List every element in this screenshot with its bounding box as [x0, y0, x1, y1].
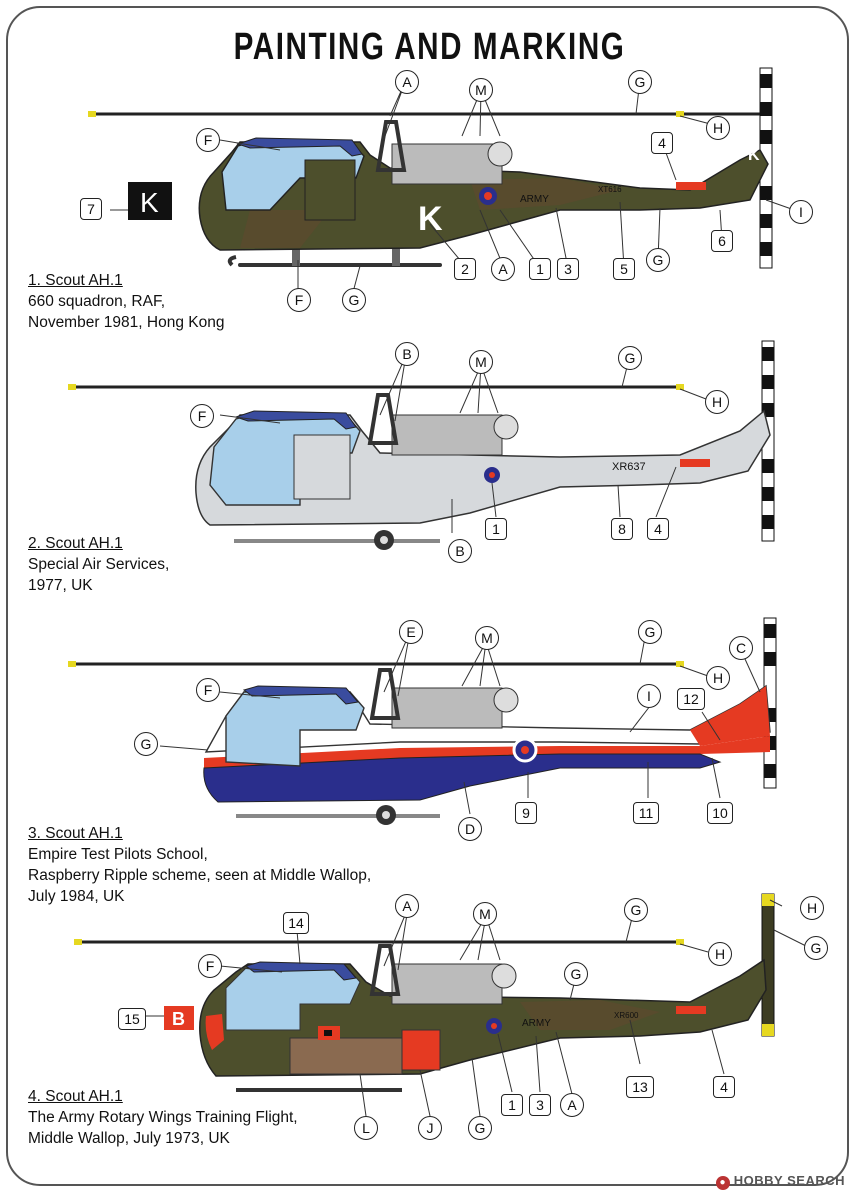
caption-2-line-3: 1977, UK	[28, 577, 93, 594]
label-j-4: J	[418, 1116, 442, 1140]
label-14-4: 14	[283, 912, 309, 934]
label-10-3: 10	[707, 802, 733, 824]
caption-3-line-3: Raspberry Ripple scheme, seen at Middle …	[28, 867, 372, 884]
serial-marking-1: XT616	[598, 185, 622, 194]
label-h-3: H	[706, 666, 730, 690]
label-g-3: G	[638, 620, 662, 644]
caption-2-line-2: Special Air Services,	[28, 556, 170, 573]
label-3-1: 3	[557, 258, 579, 280]
label-m-3: M	[475, 626, 499, 650]
fuselage-code-k: K	[418, 200, 443, 238]
label-f-4: F	[198, 954, 222, 978]
label-a-4b: A	[560, 1093, 584, 1117]
label-a-1b: A	[491, 257, 515, 281]
label-g-3b: G	[134, 732, 158, 756]
label-f-2: F	[190, 404, 214, 428]
serial-marking-2: XR637	[612, 461, 646, 473]
caption-3-line-2: Empire Test Pilots School,	[28, 846, 208, 863]
label-1-1: 1	[529, 258, 551, 280]
helicopter-3-drawing	[68, 617, 777, 825]
label-9-3: 9	[515, 802, 537, 824]
label-7-1: 7	[80, 198, 102, 220]
label-m-1: M	[469, 78, 493, 102]
label-15-4: 15	[118, 1008, 146, 1030]
sheet-border	[6, 6, 849, 1186]
label-h-4b: H	[800, 896, 824, 920]
label-b-2: B	[395, 342, 419, 366]
label-1-4: 1	[501, 1094, 523, 1116]
label-a-1: A	[395, 70, 419, 94]
label-6-1: 6	[711, 230, 733, 252]
label-i-3: I	[637, 684, 661, 708]
label-m-4: M	[473, 902, 497, 926]
label-g-1: G	[628, 70, 652, 94]
helicopter-1-drawing: K K ARMY XT616 K	[88, 67, 801, 290]
label-e-3: E	[399, 620, 423, 644]
label-f-3: F	[196, 678, 220, 702]
caption-4-line-3: Middle Wallop, July 1973, UK	[28, 1130, 230, 1147]
label-b-2b: B	[448, 539, 472, 563]
hobby-search-logo-icon: ●	[715, 1176, 730, 1190]
label-c-3: C	[729, 636, 753, 660]
label-g-1b: G	[646, 248, 670, 272]
label-g-4c: G	[804, 936, 828, 960]
label-4-4: 4	[713, 1076, 735, 1098]
caption-3-title: 3. Scout AH.1	[28, 825, 123, 842]
label-h-1: H	[706, 116, 730, 140]
helicopter-4-drawing: ARMY XR600 B	[74, 893, 807, 1117]
page-title: PAINTING AND MARKING	[233, 26, 626, 68]
caption-aircraft-1: 1. Scout AH.1 660 squadron, RAF, Novembe…	[28, 270, 224, 333]
label-5-1: 5	[613, 258, 635, 280]
label-d-3: D	[458, 817, 482, 841]
label-11-3: 11	[633, 802, 659, 824]
label-1-2: 1	[485, 518, 507, 540]
watermark-text: HOBBY SEARCH	[733, 1173, 845, 1188]
label-l-4: L	[354, 1116, 378, 1140]
label-g-1c: G	[342, 288, 366, 312]
serial-marking-4: XR600	[614, 1011, 639, 1020]
caption-4-line-2: The Army Rotary Wings Training Flight,	[28, 1109, 298, 1126]
label-8-2: 8	[611, 518, 633, 540]
tail-code-k: K	[748, 147, 760, 164]
caption-1-line-2: 660 squadron, RAF,	[28, 293, 166, 310]
label-g-4b: G	[564, 962, 588, 986]
caption-1-title: 1. Scout AH.1	[28, 272, 123, 289]
label-12-3: 12	[677, 688, 705, 710]
label-4-1: 4	[651, 132, 673, 154]
label-f-1: F	[196, 128, 220, 152]
label-g-4: G	[624, 898, 648, 922]
army-marking: ARMY	[520, 194, 549, 205]
watermark: ●HOBBY SEARCH	[715, 1173, 845, 1190]
label-2-1: 2	[454, 258, 476, 280]
label-h-4: H	[708, 942, 732, 966]
label-a-4: A	[395, 894, 419, 918]
army-marking-4: ARMY	[522, 1018, 551, 1029]
label-g-2: G	[618, 346, 642, 370]
caption-aircraft-3: 3. Scout AH.1 Empire Test Pilots School,…	[28, 823, 371, 907]
caption-4-title: 4. Scout AH.1	[28, 1088, 123, 1105]
label-f-1b: F	[287, 288, 311, 312]
helicopter-2-drawing: XR637	[68, 340, 775, 550]
label-h-2: H	[705, 390, 729, 414]
label-13-4: 13	[626, 1076, 654, 1098]
caption-3-line-4: July 1984, UK	[28, 888, 125, 905]
label-i-1: I	[789, 200, 813, 224]
label-m-2: M	[469, 350, 493, 374]
decal-7-k: K	[140, 187, 159, 218]
caption-aircraft-2: 2. Scout AH.1 Special Air Services, 1977…	[28, 533, 169, 596]
decal-15-b: B	[172, 1009, 185, 1029]
label-4-2: 4	[647, 518, 669, 540]
caption-aircraft-4: 4. Scout AH.1 The Army Rotary Wings Trai…	[28, 1086, 298, 1149]
caption-2-title: 2. Scout AH.1	[28, 535, 123, 552]
label-g-4d: G	[468, 1116, 492, 1140]
caption-1-line-3: November 1981, Hong Kong	[28, 314, 225, 331]
label-3-4: 3	[529, 1094, 551, 1116]
